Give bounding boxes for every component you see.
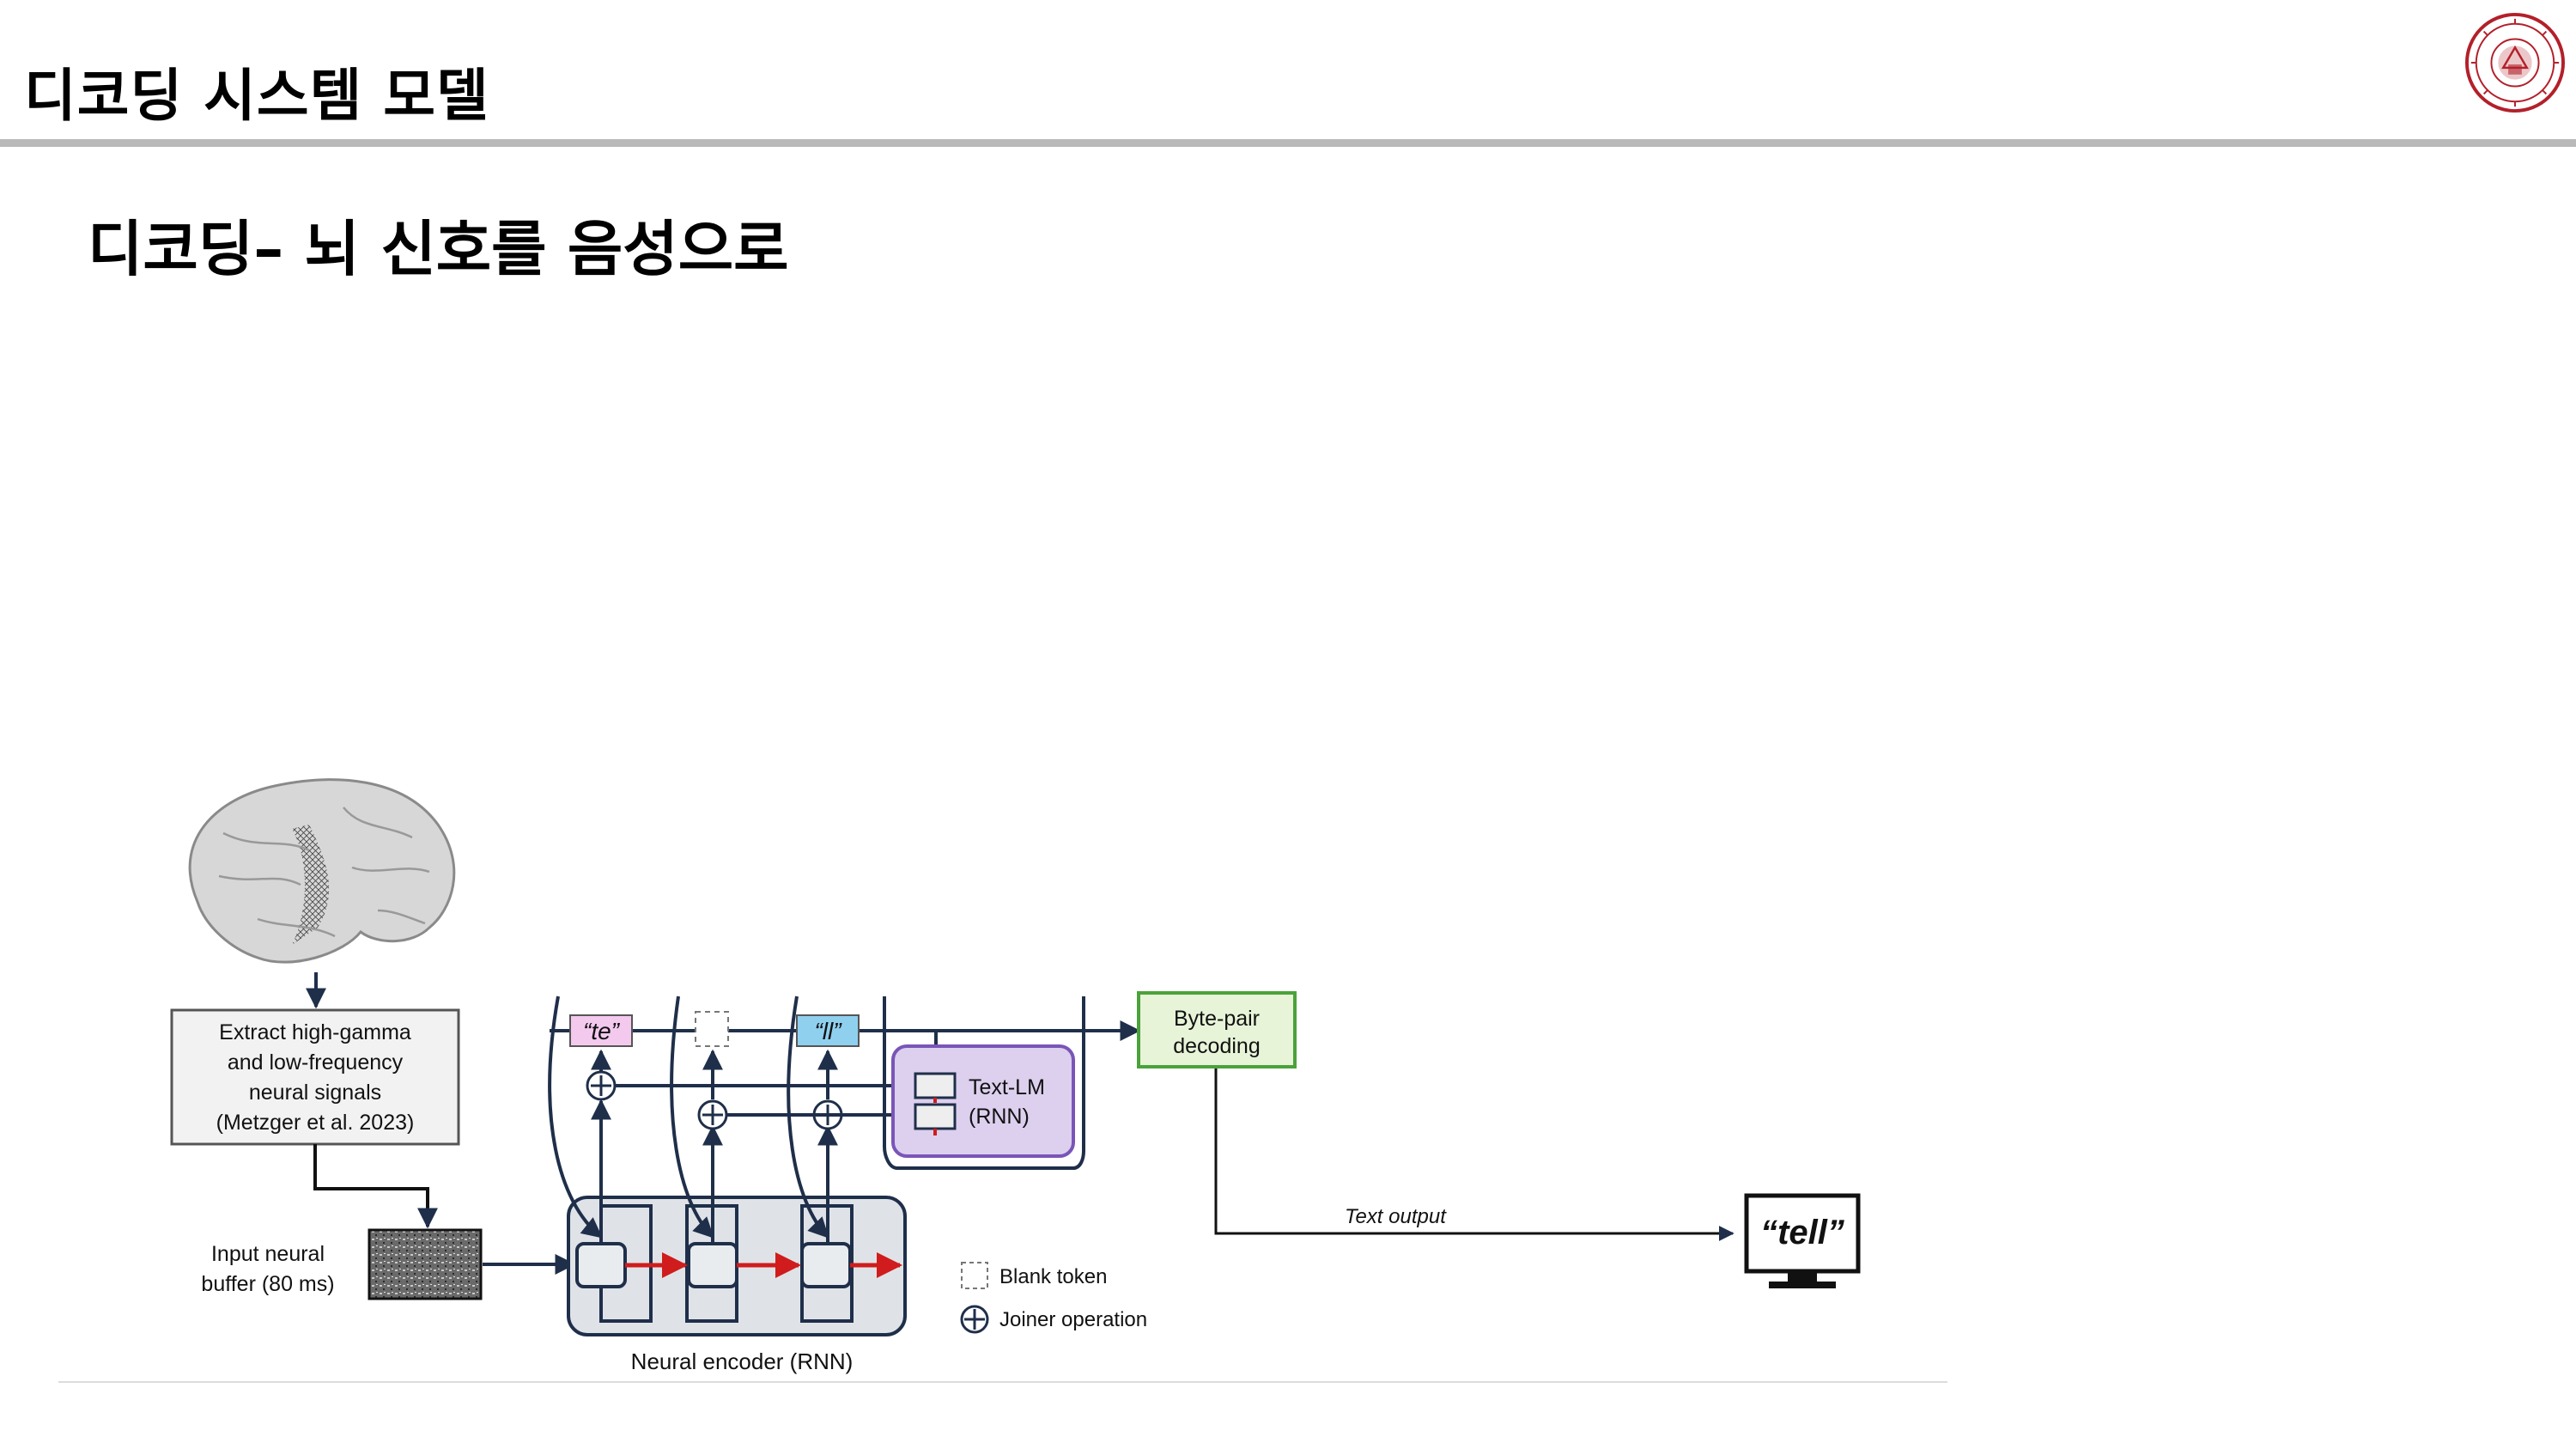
page-header-title: 디코딩 시스템 모델: [24, 63, 489, 129]
slide-subtitle: 디코딩– 뇌 신호를 음성으로: [88, 214, 789, 284]
input-buffer-line-2: buffer (80 ms): [201, 1272, 334, 1296]
extract-line-1: Extract high-gamma: [219, 1020, 411, 1044]
token-te: “te”: [583, 1018, 621, 1044]
output-word: “tell”: [1760, 1214, 1844, 1251]
encoder-label: Neural encoder (RNN): [631, 1349, 854, 1374]
brain-icon: [188, 778, 456, 964]
monitor-icon: [1744, 1193, 1861, 1288]
text-lm-line-1: Text-LM: [969, 1075, 1045, 1099]
extract-line-2: and low-frequency: [228, 1050, 404, 1075]
extract-line-4: (Metzger et al. 2023): [216, 1111, 415, 1135]
byte-pair-line-1: Byte-pair: [1174, 1007, 1260, 1031]
university-seal-icon: [2464, 12, 2566, 113]
byte-pair-line-2: decoding: [1173, 1034, 1260, 1058]
legend-joiner-operation: Joiner operation: [999, 1308, 1147, 1331]
neural-buffer-image: [368, 1228, 483, 1300]
text-lm-box: [891, 1044, 1075, 1158]
blank-token-box: [695, 1011, 729, 1047]
token-te-box: [569, 1014, 633, 1047]
byte-pair-box: [1137, 991, 1297, 1068]
figure-bottom-divider: [58, 1381, 1947, 1383]
token-ll: “ll”: [814, 1018, 842, 1044]
token-ll-box: [796, 1014, 860, 1047]
blank-token-legend-icon: [961, 1262, 988, 1289]
legend-blank-token: Blank token: [999, 1265, 1107, 1288]
joiner-legend-icon: [960, 1305, 989, 1334]
extract-line-3: neural signals: [249, 1081, 381, 1105]
text-lm-line-2: (RNN): [969, 1105, 1030, 1129]
extract-signals-box: [170, 1008, 460, 1146]
header-divider: [0, 139, 2576, 147]
input-buffer-line-1: Input neural: [211, 1242, 325, 1266]
text-output-label: Text output: [1345, 1205, 1447, 1228]
